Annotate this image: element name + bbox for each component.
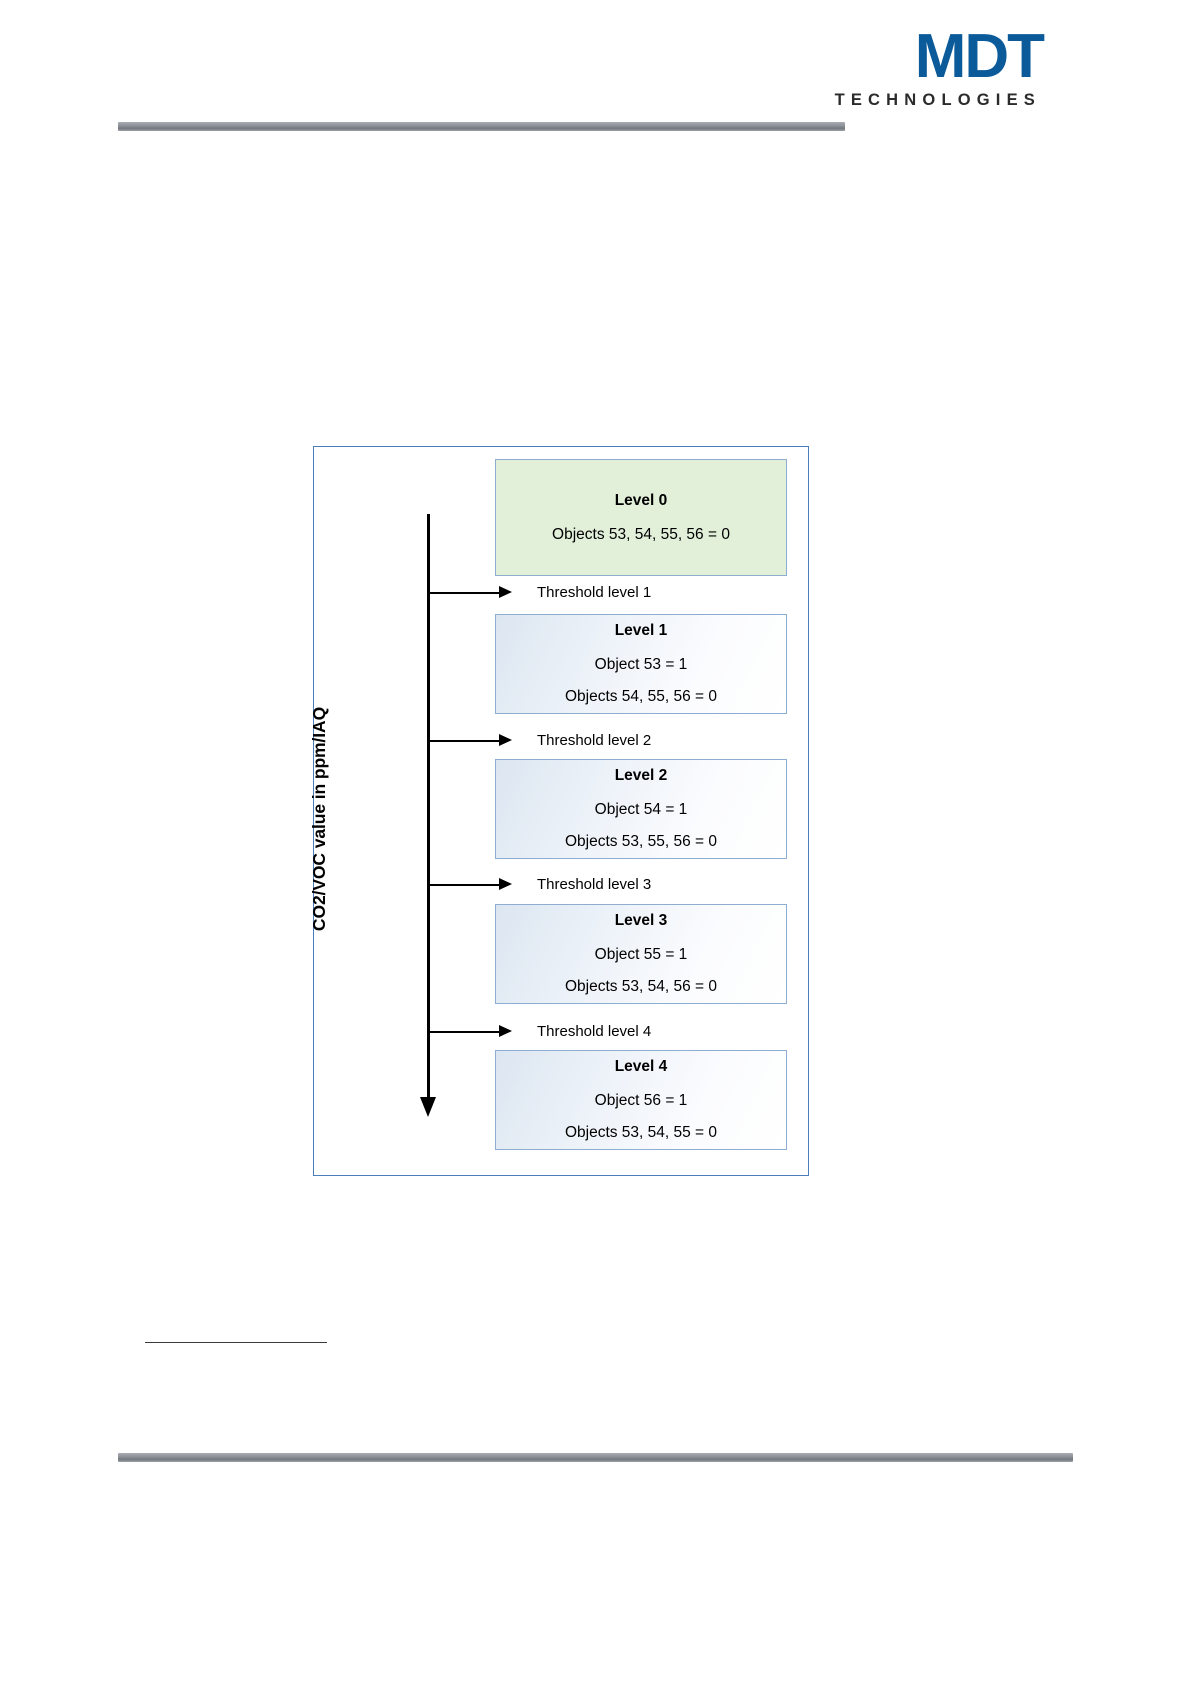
threshold-arrowhead-3: [499, 878, 512, 890]
level-box-1-line-1: Objects 54, 55, 56 = 0: [564, 688, 718, 705]
level-box-3-title: Level 3: [614, 912, 668, 929]
level-box-3: Level 3 Object 55 = 1 Objects 53, 54, 56…: [495, 904, 787, 1004]
level-box-2-line-0: Object 54 = 1: [594, 801, 688, 818]
level-box-1-title: Level 1: [614, 622, 668, 639]
level-box-4-title: Level 4: [614, 1058, 668, 1075]
vertical-axis-line: [427, 514, 430, 1102]
level-box-2: Level 2 Object 54 = 1 Objects 53, 55, 56…: [495, 759, 787, 859]
threshold-arrow-4: [428, 1031, 500, 1033]
threshold-arrow-1: [428, 592, 500, 594]
level-box-4-line-0: Object 56 = 1: [594, 1092, 688, 1109]
level-box-4-line-1: Objects 53, 54, 55 = 0: [564, 1124, 718, 1141]
threshold-arrowhead-1: [499, 586, 512, 598]
threshold-label-2: Threshold level 2: [537, 732, 652, 749]
threshold-arrowhead-2: [499, 734, 512, 746]
level-box-3-line-0: Object 55 = 1: [594, 946, 688, 963]
threshold-label-1: Threshold level 1: [537, 584, 652, 601]
level-box-0-line-0: Objects 53, 54, 55, 56 = 0: [552, 525, 730, 543]
level-box-0: Level 0 Objects 53, 54, 55, 56 = 0: [495, 459, 787, 576]
logo-wordmark: MDT: [914, 22, 1045, 91]
footnote-separator: [145, 1342, 327, 1343]
level-box-4: Level 4 Object 56 = 1 Objects 53, 54, 55…: [495, 1050, 787, 1150]
level-box-1: Level 1 Object 53 = 1 Objects 54, 55, 56…: [495, 614, 787, 714]
threshold-label-4: Threshold level 4: [537, 1023, 652, 1040]
level-box-3-line-1: Objects 53, 54, 56 = 0: [564, 978, 718, 995]
threshold-arrow-2: [428, 740, 500, 742]
axis-label-co2-voc: CO2/VOC value in ppm/IAQ: [309, 706, 329, 932]
level-box-0-title: Level 0: [614, 491, 668, 509]
level-box-1-line-0: Object 53 = 1: [594, 656, 688, 673]
brand-logo: MDT TECHNOLOGIES: [723, 22, 1045, 110]
header-divider-bar: [118, 122, 845, 131]
level-box-2-line-1: Objects 53, 55, 56 = 0: [564, 833, 718, 850]
level-box-2-title: Level 2: [614, 767, 668, 784]
vertical-axis-arrowhead: [420, 1097, 436, 1117]
threshold-arrowhead-4: [499, 1025, 512, 1037]
threshold-arrow-3: [428, 884, 500, 886]
logo-subtitle: TECHNOLOGIES: [834, 91, 1041, 110]
threshold-label-3: Threshold level 3: [537, 876, 652, 893]
footer-divider-bar: [118, 1453, 1073, 1462]
threshold-level-diagram: CO2/VOC value in ppm/IAQ Level 0 Objects…: [309, 446, 809, 1176]
